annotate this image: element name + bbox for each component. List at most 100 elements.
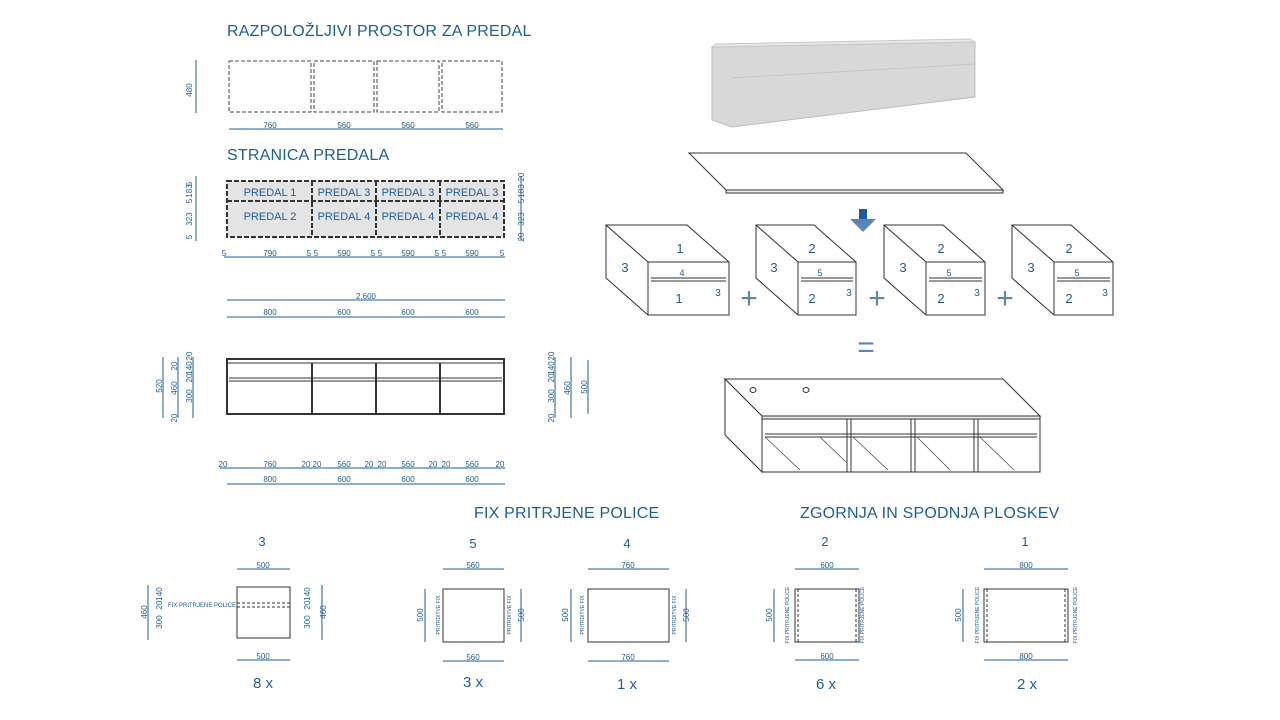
drawer-width: 590: [465, 249, 479, 258]
drawer-gap: 5: [307, 249, 312, 258]
panel-side-label: PRITRDITVE FIX: [580, 595, 586, 635]
panel-width: 600: [820, 652, 834, 661]
drawer-dim-left: 183: [185, 184, 194, 198]
part-number: 2: [937, 241, 944, 256]
plus-icon: +: [740, 282, 758, 315]
panel-3: 3 500 FIX PRITRJENE POLICE 500 460 140 2…: [140, 534, 328, 661]
part-number: 5: [817, 268, 822, 278]
part-number: 2: [808, 291, 815, 306]
panel-number: 1: [1021, 534, 1028, 549]
panel-width: 500: [256, 561, 270, 570]
front-dim-left: 460: [170, 381, 179, 395]
front-dim-right: 140: [547, 361, 556, 375]
panel-quantity: 3 x: [463, 674, 484, 691]
panel-quantity: 1 x: [617, 676, 638, 693]
part-number: 2: [808, 241, 815, 256]
front-inner-width: 560: [337, 460, 351, 469]
drawer-label: PREDAL 3: [446, 187, 499, 199]
panel-width: 800: [1019, 652, 1033, 661]
module-width: 600: [401, 308, 415, 317]
front-dim-right: 300: [547, 389, 556, 403]
front-module-width: 800: [263, 475, 277, 484]
heading-available-space: RAZPOLOŽLJIVI PROSTOR ZA PREDAL: [227, 23, 532, 40]
front-module-width: 600: [465, 475, 479, 484]
drawer-dim-right: 5: [517, 198, 526, 203]
drawer-dim-right: 183: [517, 184, 526, 198]
front-gap: 20: [302, 460, 311, 469]
drawer-label: PREDAL 2: [244, 211, 297, 223]
equals-icon: =: [857, 331, 875, 364]
panel-dim: 140: [303, 587, 312, 601]
space-width-4: 560: [465, 121, 479, 130]
total-width: 2.600: [356, 292, 377, 301]
space-height-dim: 480: [185, 83, 194, 97]
module-box: [883, 224, 986, 316]
part-number: 1: [675, 291, 682, 306]
module-box: [1011, 224, 1114, 316]
front-module-width: 600: [337, 475, 351, 484]
panel-number: 3: [258, 534, 265, 549]
panel-side-label: FIX PRITRJENE POLICE: [785, 586, 791, 643]
front-dim-right: 500: [580, 380, 589, 394]
front-gap: 20: [365, 460, 374, 469]
heading-top-bottom: ZGORNJA IN SPODNJA PLOSKEV: [800, 505, 1060, 522]
panel-2: 2 600 600 500 FIX PRITRJENE POLICE FIX P…: [765, 534, 866, 661]
part-number: 5: [1074, 268, 1079, 278]
front-dim-left: 20: [185, 373, 194, 382]
panel-side-label: FIX PRITRJENE POLICE: [1073, 586, 1079, 643]
drawer-label: PREDAL 3: [382, 187, 435, 199]
space-width-2: 560: [337, 121, 351, 130]
module-width: 800: [263, 308, 277, 317]
panel-dim: 20: [155, 600, 164, 609]
part-number: 3: [974, 288, 980, 299]
panel-dim: 20: [303, 600, 312, 609]
panel-side-label: FIX PRITRJENE POLICE: [975, 586, 981, 643]
front-dim-right: 20: [547, 373, 556, 382]
panel-dim: 300: [303, 615, 312, 629]
assembled-cabinet: [723, 377, 1042, 474]
panel-height: 500: [954, 608, 963, 622]
drawer-width: 590: [337, 249, 351, 258]
panel-number: 4: [623, 536, 630, 551]
panel-height: 500: [416, 608, 425, 622]
front-inner-width: 560: [465, 460, 479, 469]
front-dim-left: 20: [170, 413, 179, 422]
drawer-dim-left: 5: [185, 181, 194, 186]
panel-width: 800: [1019, 561, 1033, 570]
panel-height: 500: [682, 608, 691, 622]
part-number: 2: [1065, 291, 1072, 306]
front-dim-left: 20: [185, 351, 194, 360]
front-module-width: 600: [401, 475, 415, 484]
cabinet-render: [710, 38, 977, 128]
heading-drawer-front: STRANICA PREDALA: [227, 147, 390, 164]
panel-number: 5: [469, 536, 476, 551]
panel-width: 760: [621, 561, 635, 570]
front-gap: 20: [219, 460, 228, 469]
module-width: 600: [337, 308, 351, 317]
heading-fixed-shelves: FIX PRITRJENE POLICE: [474, 505, 660, 522]
part-number: 2: [1065, 241, 1072, 256]
drawer-gap: 5: [222, 249, 227, 258]
panel-quantity: 6 x: [816, 676, 837, 693]
drawer-gap: 5: [371, 249, 376, 258]
front-view: 520 460 20 300 20 140 20 20 20 140 20 30…: [155, 351, 589, 485]
drawer-dim-right: 20: [517, 172, 526, 181]
front-gap: 20: [496, 460, 505, 469]
drawer-dim-left: 5: [185, 198, 194, 203]
plus-icon: +: [868, 282, 886, 315]
front-dim-left: 300: [185, 389, 194, 403]
panel-width: 500: [256, 652, 270, 661]
panel-height: 460: [319, 605, 328, 619]
operator-symbols: + + + =: [740, 282, 1014, 364]
drawer-gap: 5: [435, 249, 440, 258]
panel-quantity: 2 x: [1017, 676, 1038, 693]
drawer-label: PREDAL 1: [244, 187, 297, 199]
front-inner-width: 760: [263, 460, 277, 469]
panel-dim: 300: [155, 615, 164, 629]
panel-side-label: FIX PRITRJENE POLICE: [860, 586, 866, 643]
drawer-gap: 5: [500, 249, 505, 258]
front-gap: 20: [313, 460, 322, 469]
panel-5: 5 560 560 500 PRITRDITVE FIX PRITRDITVE …: [416, 536, 526, 662]
panel-quantity: 8 x: [253, 675, 274, 692]
